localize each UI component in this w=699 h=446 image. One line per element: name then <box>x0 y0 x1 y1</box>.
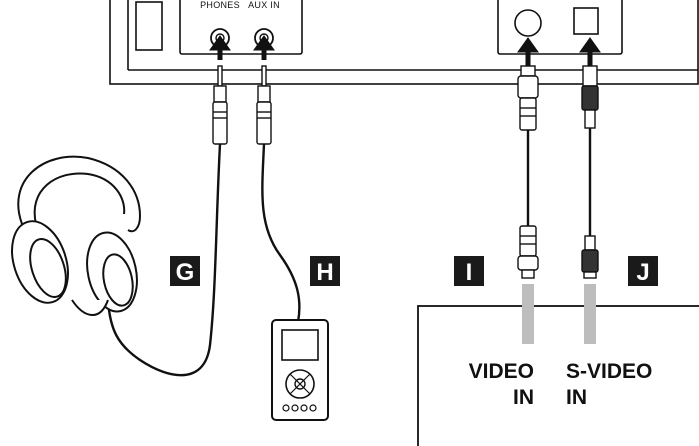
svideo-in-label: S-VIDEO <box>566 360 652 383</box>
rca-plug-icon <box>517 65 539 131</box>
external-device <box>417 305 699 446</box>
svg-text:J: J <box>636 259 649 286</box>
media-player-icon <box>271 319 329 421</box>
step-label-j: J <box>628 256 658 286</box>
video-jack[interactable] <box>514 9 542 37</box>
main-unit <box>109 0 699 85</box>
audio-plug-icon <box>256 65 272 145</box>
cables <box>106 143 301 377</box>
step-label-g: G <box>170 256 200 286</box>
svideo-jack[interactable] <box>573 7 599 35</box>
phones-port-label: PHONES <box>200 0 240 10</box>
headphones-icon <box>11 155 142 316</box>
svideo-plug-icon <box>581 65 599 129</box>
audio-plug-icon <box>212 65 228 145</box>
svg-text:I: I <box>466 259 473 286</box>
insert-arrows <box>209 35 601 66</box>
video-input-bar <box>522 284 534 344</box>
svideo-input-bar <box>584 284 596 344</box>
svideo-plug-icon <box>581 235 599 279</box>
svg-text:H: H <box>316 259 333 286</box>
svideo-in-label-line2: IN <box>566 386 587 409</box>
video-in-label: VIDEO <box>469 360 534 383</box>
svg-text:G: G <box>176 259 195 286</box>
rca-plug-icon <box>517 225 539 279</box>
aux-in-port-label: AUX IN <box>248 0 280 10</box>
video-in-label-line2: IN <box>513 386 534 409</box>
step-label-h: H <box>310 256 340 286</box>
step-label-i: I <box>454 256 484 286</box>
